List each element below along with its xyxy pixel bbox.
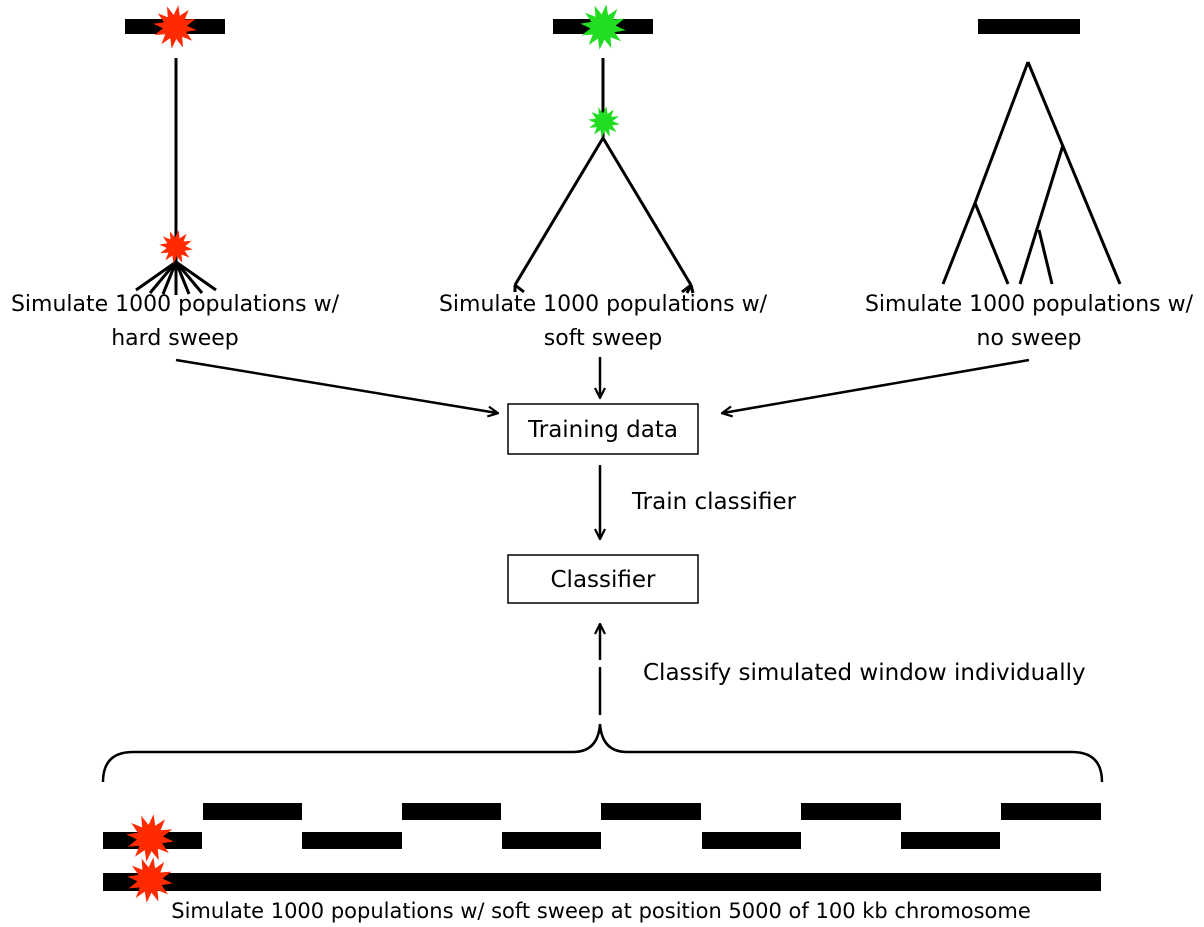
training-data-box xyxy=(507,403,699,455)
hard-sweep-origin-mutation-icon xyxy=(159,230,193,264)
full-chromosome xyxy=(103,873,1101,891)
bottom-caption: Simulate 1000 populations w/ soft sweep … xyxy=(171,899,1031,923)
classifier-label: Classifier xyxy=(551,567,657,593)
chromosome-mutation-icon xyxy=(127,857,173,903)
training-input-arrows xyxy=(175,357,1030,413)
soft-sweep-panel: Simulate 1000 populations w/ soft sweep xyxy=(439,4,768,351)
sliding-windows xyxy=(103,803,1101,849)
soft-sweep-mutation-icon xyxy=(580,4,626,50)
soft-sweep-label-line2: soft sweep xyxy=(544,326,662,351)
starburst-shape xyxy=(580,4,626,50)
no-sweep-label-line1: Simulate 1000 populations w/ xyxy=(865,292,1194,317)
soft-sweep-genealogy xyxy=(513,58,695,294)
starburst-shape xyxy=(153,5,197,49)
window-segment xyxy=(801,803,901,820)
classifier-box xyxy=(507,554,699,604)
window-segment xyxy=(702,832,801,849)
starburst-shape xyxy=(126,814,174,862)
hard-sweep-panel: Simulate 1000 populations w/ hard sweep xyxy=(11,5,340,351)
training-data-label: Training data xyxy=(527,417,678,443)
window-segment xyxy=(402,803,501,820)
window-segment xyxy=(1001,803,1101,820)
window-group-brace xyxy=(101,723,1104,783)
window-segment xyxy=(601,803,701,820)
classify-window-label: Classify simulated window individually xyxy=(643,660,1086,686)
starburst-shape xyxy=(159,230,193,264)
hard-sweep-label-line1: Simulate 1000 populations w/ xyxy=(11,292,340,317)
hard-sweep-mutation-icon xyxy=(153,5,197,49)
hard-to-training-arrow xyxy=(175,358,497,413)
hard-sweep-coalescent-tips xyxy=(135,260,217,295)
no-sweep-label-line2: no sweep xyxy=(977,326,1082,351)
starburst-shape xyxy=(127,857,173,903)
soft-sweep-origin-mutation-icon xyxy=(588,106,620,138)
window-segment xyxy=(901,832,1000,849)
window-segment xyxy=(502,832,601,849)
hard-sweep-label-line2: hard sweep xyxy=(111,326,239,351)
none-to-training-arrow xyxy=(723,358,1030,413)
window-mutation-icon xyxy=(126,814,174,862)
window-segment xyxy=(302,832,402,849)
starburst-shape xyxy=(588,106,620,138)
train-classifier-label: Train classifier xyxy=(631,489,797,515)
window-segment xyxy=(203,803,302,820)
soft-sweep-label-line1: Simulate 1000 populations w/ xyxy=(439,292,768,317)
no-sweep-panel: Simulate 1000 populations w/ no sweep xyxy=(865,19,1194,351)
no-sweep-genealogy xyxy=(941,61,1122,285)
no-sweep-chromosome xyxy=(978,19,1080,34)
